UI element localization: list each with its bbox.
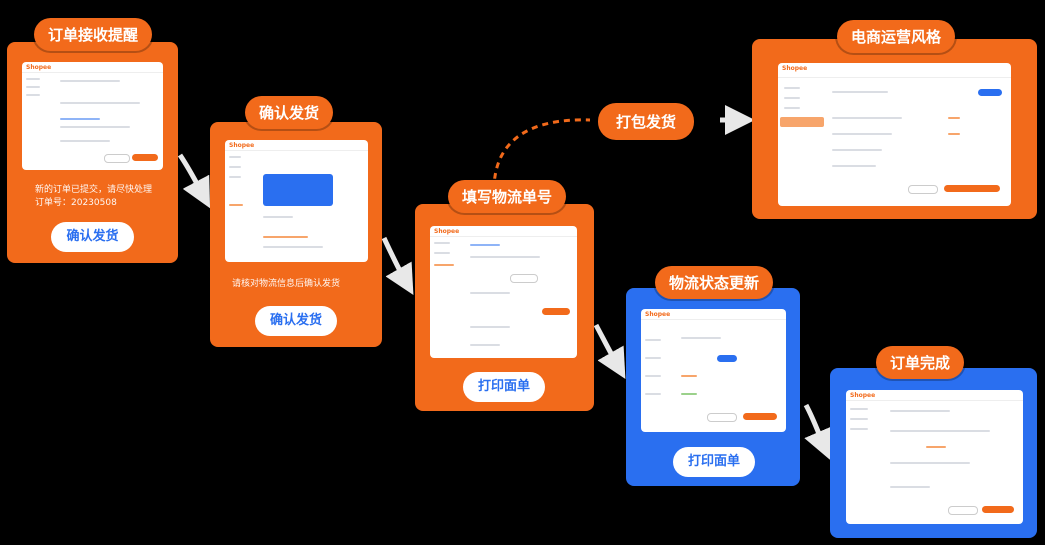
step-5-screen: Shopee <box>846 390 1023 524</box>
step-5-panel: Shopee <box>830 368 1037 538</box>
app-logo: Shopee <box>782 65 808 72</box>
step-2-confirm-button[interactable]: 确认发货 <box>255 306 337 336</box>
app-logo: Shopee <box>434 228 460 235</box>
step-4-title: 物流状态更新 <box>655 266 774 299</box>
step-4-print-button[interactable]: 打印面单 <box>673 447 755 477</box>
pack-ship-label: 打包发货 <box>598 103 695 140</box>
step-1-title: 订单接收提醒 <box>34 18 153 51</box>
step-3-print-button[interactable]: 打印面单 <box>463 372 545 402</box>
arrow-3-4 <box>593 323 626 380</box>
step-4-panel: Shopee 打印面单 <box>626 288 800 486</box>
app-logo: Shopee <box>850 392 876 399</box>
step-3-title: 填写物流单号 <box>448 180 567 213</box>
step-3-panel: Shopee 打印面单 <box>415 204 594 411</box>
step-1-caption-line-2: 订单号：20230508 <box>35 198 117 208</box>
step-2-title: 确认发货 <box>245 96 334 129</box>
step-1-caption-line-1: 新的订单已提交，请尽快处理 <box>35 185 153 195</box>
step-2-screen: Shopee <box>225 140 368 262</box>
app-logo: Shopee <box>645 311 671 318</box>
step-1-screen: Shopee <box>22 62 163 170</box>
step-1-confirm-button[interactable]: 确认发货 <box>51 222 134 252</box>
step-6-title: 电商运营风格 <box>837 20 956 53</box>
app-logo: Shopee <box>229 142 255 149</box>
step-4-screen: Shopee <box>641 309 786 432</box>
app-logo: Shopee <box>26 64 52 71</box>
dashed-connector <box>492 118 591 191</box>
arrow-4-5 <box>803 403 832 460</box>
arrow-2-3 <box>381 236 414 296</box>
step-1-panel: Shopee 新的订单已提交，请尽快处理 订单号：20230508 确认发货 <box>7 42 178 263</box>
step-5-title: 订单完成 <box>876 346 965 379</box>
step-2-info-card <box>263 174 333 206</box>
step-2-panel: Shopee 请核对物流信息后确认发货 确认发货 <box>210 122 382 347</box>
step-6-screen: Shopee <box>778 63 1011 206</box>
arrow-1-2 <box>177 153 211 209</box>
step-6-panel: Shopee <box>752 39 1037 219</box>
step-3-screen: Shopee <box>430 226 577 358</box>
step-2-caption-line-1: 请核对物流信息后确认发货 <box>232 279 341 289</box>
